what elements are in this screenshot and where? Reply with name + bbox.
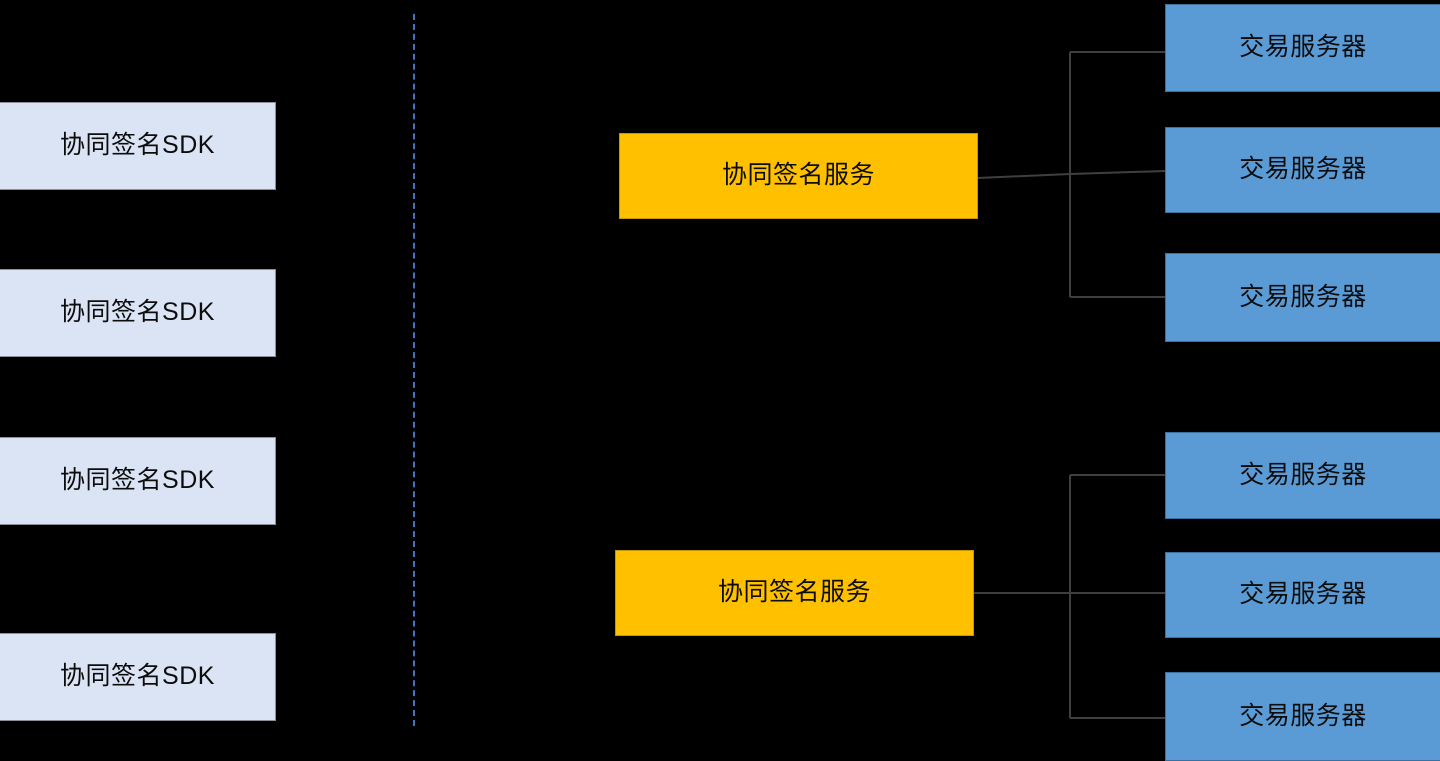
transaction-server-box-5[interactable]: 交易服务器 <box>1165 552 1440 638</box>
connector-top-service-link <box>977 173 1071 179</box>
transaction-server-box-3-label: 交易服务器 <box>1239 282 1367 311</box>
sdk-box-1-label: 协同签名SDK <box>60 131 215 160</box>
signing-service-box-2[interactable]: 协同签名服务 <box>615 550 974 636</box>
sdk-box-1[interactable]: 协同签名SDK <box>0 102 276 190</box>
signing-service-box-2-label: 协同签名服务 <box>717 578 871 607</box>
transaction-server-box-2[interactable]: 交易服务器 <box>1165 127 1440 213</box>
vertical-dashed-divider <box>413 14 415 726</box>
transaction-server-box-6-label: 交易服务器 <box>1239 701 1367 730</box>
transaction-server-box-1-label: 交易服务器 <box>1239 33 1367 62</box>
sdk-box-4-label: 协同签名SDK <box>60 662 215 691</box>
transaction-server-box-1[interactable]: 交易服务器 <box>1165 4 1440 92</box>
sdk-box-4[interactable]: 协同签名SDK <box>0 633 276 721</box>
sdk-box-3[interactable]: 协同签名SDK <box>0 437 276 525</box>
sdk-box-2-label: 协同签名SDK <box>60 298 215 327</box>
transaction-server-box-4-label: 交易服务器 <box>1239 460 1367 489</box>
transaction-server-box-2-label: 交易服务器 <box>1239 155 1367 184</box>
transaction-server-box-4[interactable]: 交易服务器 <box>1165 432 1440 519</box>
transaction-server-box-5-label: 交易服务器 <box>1239 580 1367 609</box>
connector-top-branch-2 <box>1069 170 1166 175</box>
signing-service-box-1-label: 协同签名服务 <box>721 161 875 190</box>
transaction-server-box-3[interactable]: 交易服务器 <box>1165 253 1440 342</box>
signing-service-box-1[interactable]: 协同签名服务 <box>619 133 978 219</box>
sdk-box-3-label: 协同签名SDK <box>60 466 215 495</box>
transaction-server-box-6[interactable]: 交易服务器 <box>1165 672 1440 761</box>
sdk-box-2[interactable]: 协同签名SDK <box>0 269 276 357</box>
